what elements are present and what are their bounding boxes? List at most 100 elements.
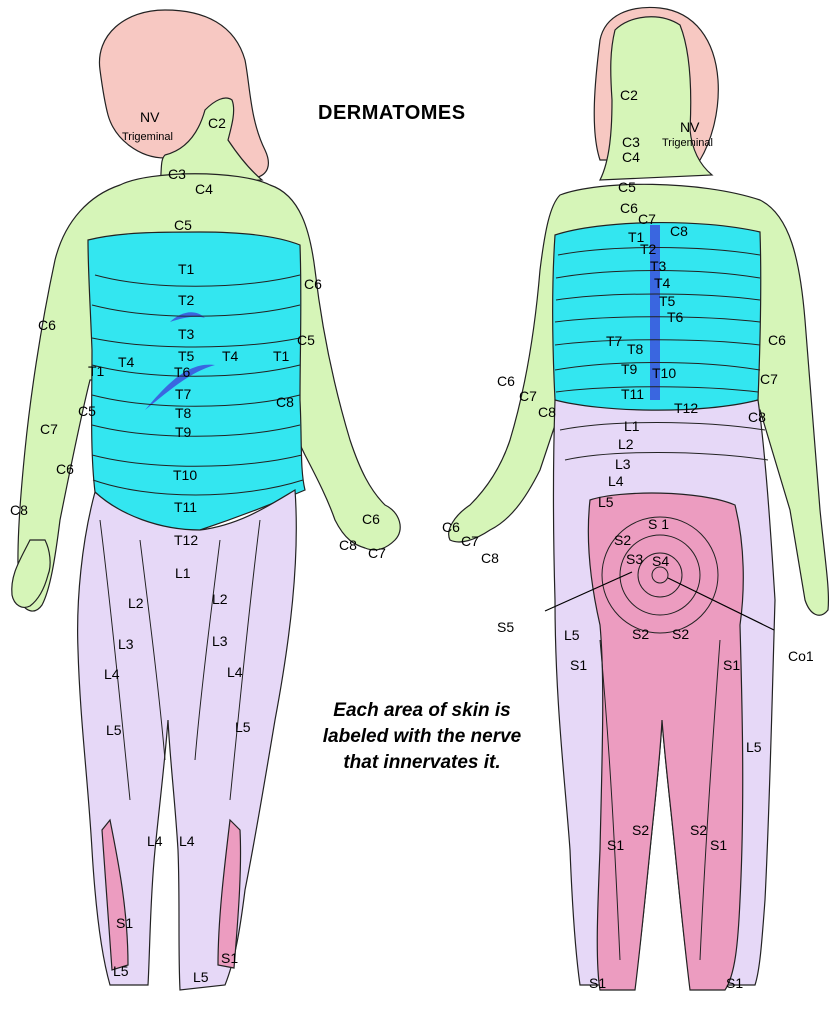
back-label-s1fr: S1 — [726, 975, 743, 991]
back-label-c6r: C6 — [768, 332, 786, 348]
front-label-nv: NV — [140, 109, 160, 125]
front-label-t4l: T4 — [118, 354, 135, 370]
back-label-s2l: S2 — [632, 626, 649, 642]
front-label-t1: T1 — [178, 261, 195, 277]
caption-line-2: labeled with the nerve — [292, 724, 552, 750]
front-label-c6l: C6 — [38, 317, 56, 333]
caption-line-3: that innervates it. — [292, 750, 552, 776]
back-label-s1fl: S1 — [589, 975, 606, 991]
front-label-l4r2: L4 — [179, 833, 195, 849]
front-figure — [12, 10, 400, 990]
front-label-t10: T10 — [173, 467, 197, 483]
back-label-s2: S2 — [614, 532, 631, 548]
back-label-s1r2: S1 — [710, 837, 727, 853]
front-label-c4: C4 — [195, 181, 213, 197]
front-label-l1: L1 — [175, 565, 191, 581]
front-label-t5: T5 — [178, 348, 195, 364]
front-label-s1r: S1 — [221, 950, 238, 966]
back-label-t8: T8 — [627, 341, 644, 357]
front-label-t8: T8 — [175, 405, 192, 421]
back-label-l5lt: L5 — [564, 627, 580, 643]
front-label-t1l: T1 — [88, 363, 105, 379]
back-label-c5: C5 — [618, 179, 636, 195]
back-label-t10: T10 — [652, 365, 676, 381]
back-label-nv: NV — [680, 119, 700, 135]
back-label-c2: C2 — [620, 87, 638, 103]
back-label-t4: T4 — [654, 275, 671, 291]
back-label-l5rt: L5 — [746, 739, 762, 755]
back-label-t2: T2 — [640, 241, 657, 257]
front-label-c7l: C7 — [40, 421, 58, 437]
front-label-c8r: C8 — [276, 394, 294, 410]
back-label-c8r: C8 — [748, 409, 766, 425]
back-label-s1l: S1 — [570, 657, 587, 673]
front-label-l5l2: L5 — [113, 963, 129, 979]
diagram-caption: Each area of skin is labeled with the ne… — [292, 698, 552, 776]
back-label-t7: T7 — [606, 333, 623, 349]
front-label-t11: T11 — [174, 499, 197, 515]
back-label-t9: T9 — [621, 361, 638, 377]
front-label-c2: C2 — [208, 115, 226, 131]
front-label-t9: T9 — [175, 424, 192, 440]
front-label-l3r: L3 — [212, 633, 228, 649]
front-label-c6r2: C6 — [362, 511, 380, 527]
back-label-c7: C7 — [638, 211, 656, 227]
back-label-c7l: C7 — [519, 388, 537, 404]
front-label-c8l: C8 — [10, 502, 28, 518]
front-label-c3: C3 — [168, 166, 186, 182]
front-label-l2r: L2 — [212, 591, 228, 607]
front-label-t3: T3 — [178, 326, 195, 342]
front-label-trigeminal: Trigeminal — [122, 131, 173, 143]
front-label-l4l2: L4 — [147, 833, 163, 849]
front-label-s1l: S1 — [116, 915, 133, 931]
front-label-l5r2: L5 — [193, 969, 209, 985]
back-label-c4: C4 — [622, 149, 640, 165]
back-label-s3: S3 — [626, 551, 643, 567]
back-label-l5: L5 — [598, 494, 614, 510]
front-label-l4l: L4 — [104, 666, 120, 682]
diagram-title: DERMATOMES — [318, 102, 466, 125]
back-label-c7h: C7 — [461, 533, 479, 549]
back-label-s1: S 1 — [648, 516, 669, 532]
front-label-l3l: L3 — [118, 636, 134, 652]
back-label-t11: T11 — [621, 386, 644, 402]
front-label-t1r: T1 — [273, 348, 290, 364]
back-label-c6h: C6 — [442, 519, 460, 535]
back-label-l3: L3 — [615, 456, 631, 472]
back-label-c6: C6 — [620, 200, 638, 216]
front-label-c5l: C5 — [78, 403, 96, 419]
front-label-t7: T7 — [175, 386, 192, 402]
front-label-c8r2: C8 — [339, 537, 357, 553]
front-label-t12: T12 — [174, 532, 198, 548]
back-label-c7r: C7 — [760, 371, 778, 387]
front-label-c7r: C7 — [368, 545, 386, 561]
back-label-c8h: C8 — [481, 550, 499, 566]
caption-line-1: Each area of skin is — [292, 698, 552, 724]
front-label-t6: T6 — [174, 364, 191, 380]
back-label-s2r2: S2 — [690, 822, 707, 838]
front-label-l5l: L5 — [106, 722, 122, 738]
front-label-l2l: L2 — [128, 595, 144, 611]
back-label-s4: S4 — [652, 553, 669, 569]
front-label-l5r: L5 — [235, 719, 251, 735]
back-label-s1r: S1 — [723, 657, 740, 673]
front-label-c5r: C5 — [297, 332, 315, 348]
back-label-c3: C3 — [622, 134, 640, 150]
back-label-s2r: S2 — [672, 626, 689, 642]
back-label-l1: L1 — [624, 418, 640, 434]
back-label-c8l: C8 — [538, 404, 556, 420]
back-label-t12: T12 — [674, 400, 698, 416]
front-label-c6l2: C6 — [56, 461, 74, 477]
back-label-c6l: C6 — [497, 373, 515, 389]
back-label-s2l2: S2 — [632, 822, 649, 838]
front-label-t4r: T4 — [222, 348, 239, 364]
back-label-t3: T3 — [650, 258, 667, 274]
back-label-l4: L4 — [608, 473, 624, 489]
front-label-c6r: C6 — [304, 276, 322, 292]
back-label-l2: L2 — [618, 436, 634, 452]
back-label-s1l2: S1 — [607, 837, 624, 853]
front-label-t2: T2 — [178, 292, 195, 308]
back-label-c8: C8 — [670, 223, 688, 239]
